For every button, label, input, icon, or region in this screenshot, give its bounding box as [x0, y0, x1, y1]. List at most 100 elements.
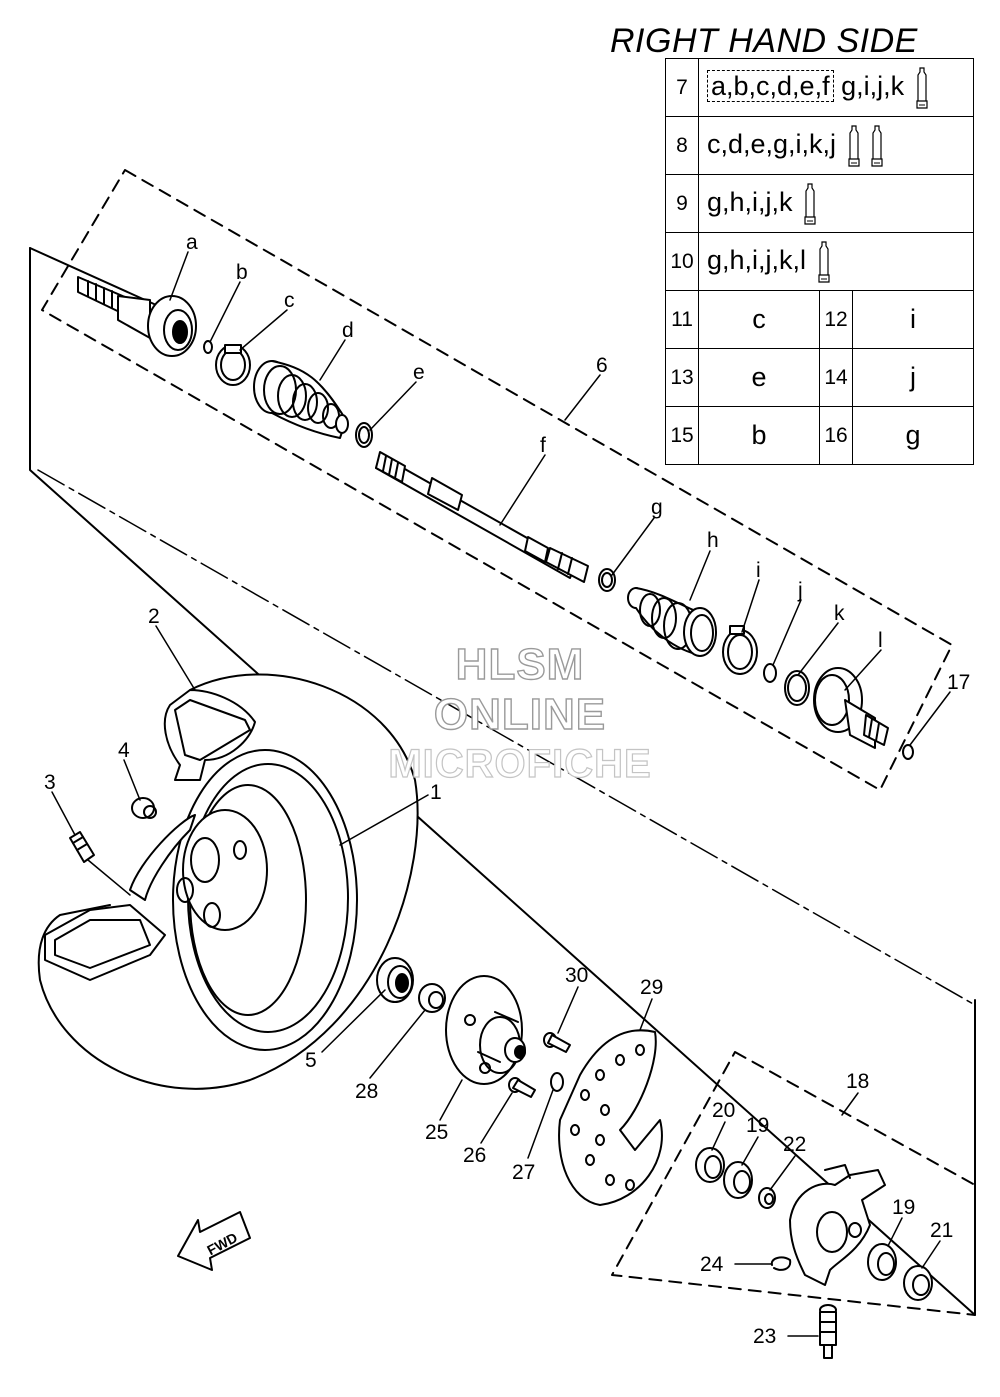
kit-composition-table: 7 a,b,c,d,e,f g,i,j,k 8 c,d,e,g,i,k,j 9 — [665, 58, 974, 465]
callout-label-i: i — [756, 559, 761, 582]
grease-tube-icon — [916, 66, 928, 109]
kit-number: 15 — [665, 406, 699, 465]
part-5-collar — [376, 957, 414, 1003]
kit-part: c — [698, 290, 820, 349]
callout-label-c: c — [284, 289, 295, 312]
shaft-centerline — [37, 469, 976, 1006]
kit-parts: c,d,e,g,i,k,j — [707, 128, 837, 159]
part-22-circlip — [758, 1187, 776, 1209]
knuckle-dashed-box — [611, 1051, 976, 1316]
callout-label-19: 19 — [746, 1114, 770, 1137]
pair-row: 15 b 16 g — [665, 406, 974, 465]
page-title: RIGHT HAND SIDE — [610, 22, 918, 60]
leader-lines — [51, 251, 951, 1337]
callout-label-1: 1 — [430, 781, 442, 804]
callout-label-k: k — [834, 602, 845, 625]
grease-tube-icon — [817, 240, 830, 283]
callout-label-26: 26 — [463, 1144, 487, 1167]
part-g-boot-band — [598, 568, 616, 592]
kit-part: b — [698, 406, 820, 465]
callout-label-24: 24 — [700, 1253, 724, 1276]
callout-label-h: h — [707, 529, 719, 552]
part-19-bearing — [723, 1161, 753, 1199]
grease-tube-icon — [847, 124, 860, 167]
kit-number: 7 — [665, 58, 699, 117]
part-28-collar — [418, 983, 446, 1013]
callout-label-19: 19 — [892, 1196, 916, 1219]
kit-contents: c,d,e,g,i,k,j — [698, 116, 974, 175]
watermark-line-3: MICROFICHE — [388, 741, 652, 786]
grease-tube-icon — [871, 124, 883, 167]
fwd-arrow-icon: FWD — [177, 1211, 251, 1271]
callout-label-27: 27 — [512, 1161, 536, 1184]
kit-row: 10 g,h,i,j,k,l — [665, 232, 974, 291]
callout-label-e: e — [413, 361, 425, 384]
kit-contents: g,h,i,j,k — [698, 174, 974, 233]
kit-contents: a,b,c,d,e,f g,i,j,k — [698, 58, 974, 117]
callout-label-3: 3 — [44, 771, 56, 794]
kit-boxed-parts: a,b,c,d,e,f — [707, 69, 834, 102]
callout-label-f: f — [540, 434, 546, 457]
assembly-frame — [29, 247, 976, 1316]
callout-label-d: d — [342, 319, 354, 342]
part-19-bearing-outer — [867, 1243, 897, 1281]
part-l-inner-joint — [813, 667, 889, 749]
callout-label-j: j — [798, 579, 803, 602]
pair-row: 13 e 14 j — [665, 348, 974, 407]
part-26-bolt — [508, 1077, 536, 1098]
part-25-hub — [445, 975, 526, 1085]
grease-tube-icon — [804, 182, 816, 225]
part-23-ball-joint — [819, 1304, 837, 1359]
callout-label-17: 17 — [947, 671, 971, 694]
kit-number: 14 — [819, 348, 853, 407]
kit-number: 11 — [665, 290, 699, 349]
callout-label-g: g — [651, 496, 663, 519]
part-3-valve — [69, 831, 95, 863]
kit-number: 8 — [665, 116, 699, 175]
kit-row: 9 g,h,i,j,k — [665, 174, 974, 233]
kit-part: g — [852, 406, 974, 465]
kit-part: j — [852, 348, 974, 407]
part-30-bolt — [543, 1032, 571, 1053]
callout-label-5: 5 — [305, 1049, 317, 1072]
kit-parts: g,h,i,j,k — [707, 186, 793, 217]
callout-label-18: 18 — [846, 1070, 870, 1093]
part-h-boot — [627, 587, 717, 657]
callout-label-25: 25 — [425, 1121, 449, 1144]
part-c-boot-band — [215, 344, 251, 386]
part-29-brake-disc — [558, 1029, 663, 1206]
callout-label-b: b — [236, 261, 248, 284]
callout-label-20: 20 — [712, 1099, 736, 1122]
callout-label-l: l — [878, 629, 883, 652]
callout-label-a: a — [186, 231, 198, 254]
callout-label-29: 29 — [640, 976, 664, 999]
kit-number: 16 — [819, 406, 853, 465]
part-21-oil-seal — [903, 1265, 933, 1301]
part-4-nut — [131, 797, 157, 819]
callout-label-22: 22 — [783, 1133, 807, 1156]
callout-label-2: 2 — [148, 605, 160, 628]
kit-part: i — [852, 290, 974, 349]
watermark-line-2: ONLINE — [433, 689, 607, 739]
part-i-boot-band — [722, 625, 758, 675]
part-b-circlip — [203, 340, 213, 354]
callout-label-4: 4 — [118, 739, 130, 762]
kit-row: 7 a,b,c,d,e,f g,i,j,k — [665, 58, 974, 117]
callout-label-23: 23 — [753, 1325, 777, 1348]
part-e-boot-band-small — [355, 422, 373, 448]
part-k-circlip — [784, 670, 810, 706]
kit-parts: g,i,j,k — [841, 70, 905, 101]
kit-part: e — [698, 348, 820, 407]
part-17-circlip — [902, 744, 914, 760]
part-j-circlip — [763, 663, 777, 683]
part-24-circlip — [770, 1256, 792, 1271]
part-d-boot — [253, 360, 349, 439]
kit-row: 8 c,d,e,g,i,k,j — [665, 116, 974, 175]
part-1-wheel-rim — [129, 749, 358, 1051]
kit-number: 9 — [665, 174, 699, 233]
steering-knuckle — [789, 1164, 886, 1286]
callout-label-30: 30 — [565, 964, 589, 987]
watermark-line-1: HLSM — [455, 639, 585, 689]
